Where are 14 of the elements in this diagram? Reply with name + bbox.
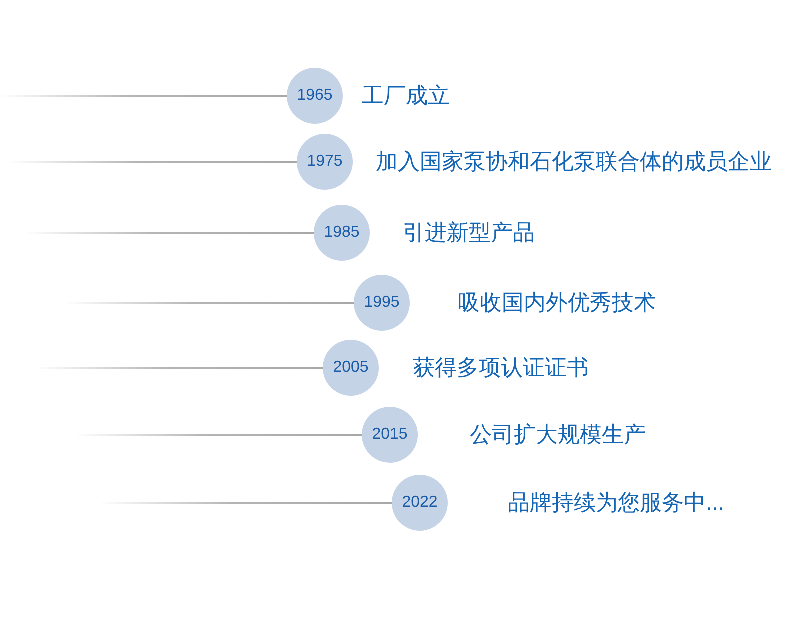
milestone-text: 吸收国内外优秀技术 [458, 290, 656, 316]
year-label: 1995 [364, 295, 400, 311]
year-label: 1985 [324, 225, 360, 241]
year-label: 2022 [402, 495, 438, 511]
milestone-text: 加入国家泵协和石化泵联合体的成员企业 [376, 149, 772, 175]
milestone-text: 引进新型产品 [403, 220, 535, 246]
year-label: 2005 [333, 360, 369, 376]
year-label: 2015 [372, 427, 408, 443]
year-label: 1975 [307, 154, 343, 170]
milestone-text: 品牌持续为您服务中... [508, 490, 724, 516]
year-label: 1965 [297, 88, 333, 104]
milestone-text: 工厂成立 [362, 83, 450, 109]
milestone-text: 公司扩大规模生产 [470, 422, 646, 448]
milestone-text: 获得多项认证证书 [413, 355, 589, 381]
